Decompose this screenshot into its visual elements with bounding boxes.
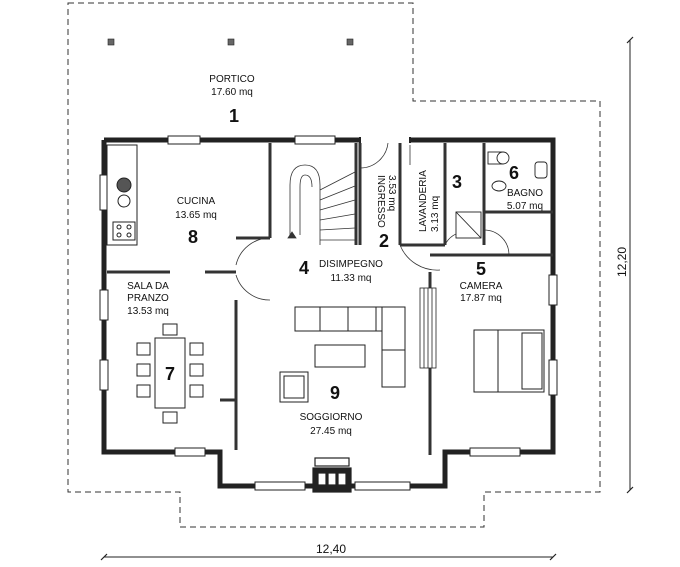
svg-text:11.33 mq: 11.33 mq — [331, 273, 372, 284]
room-label-soggiorno: 9 SOGGIORNO 27.45 mq — [300, 383, 363, 437]
svg-text:8: 8 — [188, 227, 198, 247]
svg-text:SOGGIORNO: SOGGIORNO — [300, 412, 363, 423]
svg-text:5: 5 — [476, 259, 486, 279]
svg-text:6: 6 — [509, 163, 519, 183]
svg-text:CUCINA: CUCINA — [177, 196, 216, 207]
room-label-camera: 5 CAMERA 17.87 mq — [460, 259, 503, 304]
room-label-lavanderia: LAVANDERIA 3.13 mq 3 — [418, 170, 462, 232]
svg-text:BAGNO: BAGNO — [507, 188, 543, 199]
svg-text:2: 2 — [379, 231, 389, 251]
interior-walls — [107, 143, 553, 455]
svg-text:3.53 mq: 3.53 mq — [386, 175, 397, 211]
column-marker — [227, 38, 235, 46]
column-marker — [107, 38, 115, 46]
svg-text:1: 1 — [229, 106, 239, 126]
svg-text:INGRESSO: INGRESSO — [375, 175, 386, 228]
staircase — [287, 164, 356, 245]
portico-outline — [67, 2, 601, 528]
svg-text:DISIMPEGNO: DISIMPEGNO — [319, 259, 383, 270]
room-label-disimpegno: 4 DISIMPEGNO 11.33 mq — [299, 258, 383, 284]
bathroom-fixtures — [455, 151, 548, 239]
windows — [99, 135, 558, 491]
svg-text:3: 3 — [452, 172, 462, 192]
svg-text:17.87 mq: 17.87 mq — [460, 293, 502, 304]
svg-text:4: 4 — [299, 258, 309, 278]
dimension-height: 12,20 — [615, 36, 634, 494]
svg-text:9: 9 — [330, 383, 340, 403]
svg-text:3.13 mq: 3.13 mq — [430, 196, 441, 232]
svg-text:CAMERA: CAMERA — [460, 281, 503, 292]
svg-text:12,20: 12,20 — [615, 247, 629, 277]
svg-text:LAVANDERIA: LAVANDERIA — [418, 170, 429, 232]
room-label-sala-da-pranzo: SALA DA PRANZO 13.53 mq 7 — [127, 281, 175, 384]
room-label-cucina: CUCINA 13.65 mq 8 — [175, 196, 217, 247]
svg-text:27.45 mq: 27.45 mq — [310, 426, 352, 437]
sofa — [279, 306, 406, 403]
bed — [473, 329, 545, 393]
room-label-portico: PORTICO 17.60 mq 1 — [209, 74, 255, 126]
svg-text:PORTICO: PORTICO — [209, 74, 255, 85]
wardrobe — [419, 287, 437, 369]
svg-text:SALA DA: SALA DA — [127, 281, 169, 292]
room-label-ingresso: INGRESSO 3.53 mq 2 — [375, 175, 397, 251]
dining-table — [136, 323, 204, 424]
room-label-bagno: 6 BAGNO 5.07 mq — [507, 163, 543, 212]
svg-text:5.07 mq: 5.07 mq — [507, 201, 543, 212]
svg-text:17.60 mq: 17.60 mq — [211, 87, 253, 98]
fireplace — [312, 457, 352, 493]
svg-text:PRANZO: PRANZO — [127, 293, 169, 304]
svg-text:13.65 mq: 13.65 mq — [175, 210, 217, 221]
svg-text:13.53 mq: 13.53 mq — [127, 306, 169, 317]
svg-text:12,40: 12,40 — [316, 542, 346, 556]
column-marker — [346, 38, 354, 46]
kitchen-counter — [106, 144, 138, 246]
svg-text:7: 7 — [165, 364, 175, 384]
dimension-width: 12,40 — [100, 542, 557, 561]
